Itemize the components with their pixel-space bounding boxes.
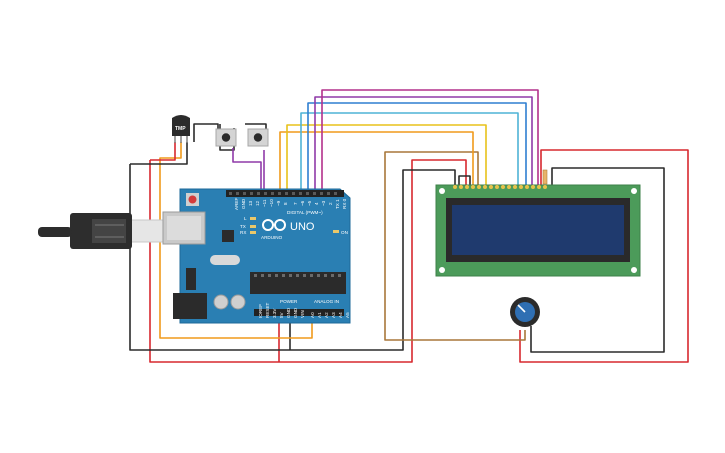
pin-label-gnd: GND bbox=[241, 198, 246, 209]
led-l-label: L bbox=[244, 216, 247, 221]
pin-label-aref: AREF bbox=[234, 198, 239, 210]
power-label: POWER bbox=[280, 299, 298, 304]
sensor-label: TMP bbox=[175, 126, 186, 132]
digital-header-label: DIGITAL (PWM~) bbox=[287, 210, 323, 215]
pushbutton-2[interactable] bbox=[247, 128, 269, 147]
pin-label-12: 12 bbox=[255, 200, 260, 206]
atmega-chip bbox=[250, 272, 346, 294]
wire-cyan-lcd[interactable] bbox=[300, 112, 519, 190]
pin-label-6: ~6 bbox=[300, 200, 305, 206]
led-tx-label: TX bbox=[240, 224, 246, 229]
wire-magenta-lcd[interactable] bbox=[321, 89, 539, 190]
pwr-5v-label: 5V bbox=[279, 311, 284, 318]
wire-purple-lcd[interactable] bbox=[314, 96, 533, 190]
pin-label-5: ~5 bbox=[307, 200, 312, 206]
pin-label-3: ~3 bbox=[321, 200, 326, 206]
wire-red-bottom-long[interactable] bbox=[149, 159, 467, 363]
pwr-vin-label: VIN bbox=[300, 310, 305, 318]
arduino-infinity-logo-icon bbox=[262, 219, 286, 231]
lcd-16x2-display[interactable] bbox=[435, 169, 641, 277]
lcd-screen bbox=[452, 205, 624, 255]
pwr-gnd2-label: GND bbox=[293, 307, 298, 318]
wire-orange-lcd[interactable] bbox=[279, 131, 474, 190]
on-label: ON bbox=[341, 230, 348, 235]
temperature-sensor-icon[interactable]: TMP bbox=[172, 115, 190, 143]
wire-purple-button1[interactable] bbox=[232, 148, 262, 190]
analog-a4-label: A4 bbox=[338, 312, 343, 318]
power-jack[interactable] bbox=[173, 293, 207, 319]
analog-a2-label: A2 bbox=[324, 312, 329, 318]
pin-label-10: ~10 bbox=[269, 199, 274, 207]
analog-a0-label: A0 bbox=[310, 312, 315, 318]
wire-red-right-outer[interactable] bbox=[519, 149, 689, 363]
resistor[interactable] bbox=[542, 169, 548, 185]
wire-black-bottom-long[interactable] bbox=[129, 164, 456, 351]
led-rx-label: RX bbox=[240, 230, 246, 235]
wire-orange-a0[interactable] bbox=[159, 142, 313, 339]
wire-black-sensor[interactable] bbox=[130, 142, 188, 165]
analog-a3-label: A3 bbox=[331, 312, 336, 318]
pin-label-13: 13 bbox=[248, 200, 253, 206]
wire-blue-lcd[interactable] bbox=[307, 102, 527, 190]
arduino-uno-board[interactable]: AREF GND 13 12 ~11 ~10 ~9 8 7 ~6 ~5 4 ~3… bbox=[162, 188, 351, 324]
pin-label-9: ~9 bbox=[276, 200, 281, 206]
board-model: UNO bbox=[290, 221, 315, 233]
pin-label-0: RX 0 bbox=[342, 198, 347, 209]
pin-label-11: ~11 bbox=[262, 199, 267, 207]
pin-label-7: 7 bbox=[293, 202, 298, 205]
wire-black-lcd-left[interactable] bbox=[458, 175, 471, 186]
potentiometer-icon[interactable] bbox=[510, 297, 540, 327]
pwr-ioref-label: IOREF bbox=[258, 304, 263, 318]
pin-label-1: TX 1 bbox=[335, 199, 340, 209]
pwr-3v3-label: 3.3V bbox=[272, 308, 277, 318]
pwr-reset-label: RESET bbox=[265, 302, 270, 318]
pushbutton-icon[interactable] bbox=[215, 128, 237, 147]
wire-yellow-lcd[interactable] bbox=[286, 124, 487, 190]
board-brand: ARDUINO bbox=[261, 235, 283, 240]
wire-red-sensor[interactable] bbox=[150, 142, 176, 161]
pin-label-2: 2 bbox=[328, 202, 333, 205]
analog-a5-label: A5 bbox=[345, 312, 350, 318]
analog-a1-label: A1 bbox=[317, 312, 322, 318]
pin-label-4: 4 bbox=[314, 202, 319, 205]
pwr-gnd1-label: GND bbox=[286, 307, 291, 318]
pin-label-8: 8 bbox=[283, 202, 288, 205]
wire-black-right[interactable] bbox=[530, 167, 665, 353]
wire-brown-pot[interactable] bbox=[384, 151, 526, 341]
analog-in-label: ANALOG IN bbox=[314, 299, 339, 304]
